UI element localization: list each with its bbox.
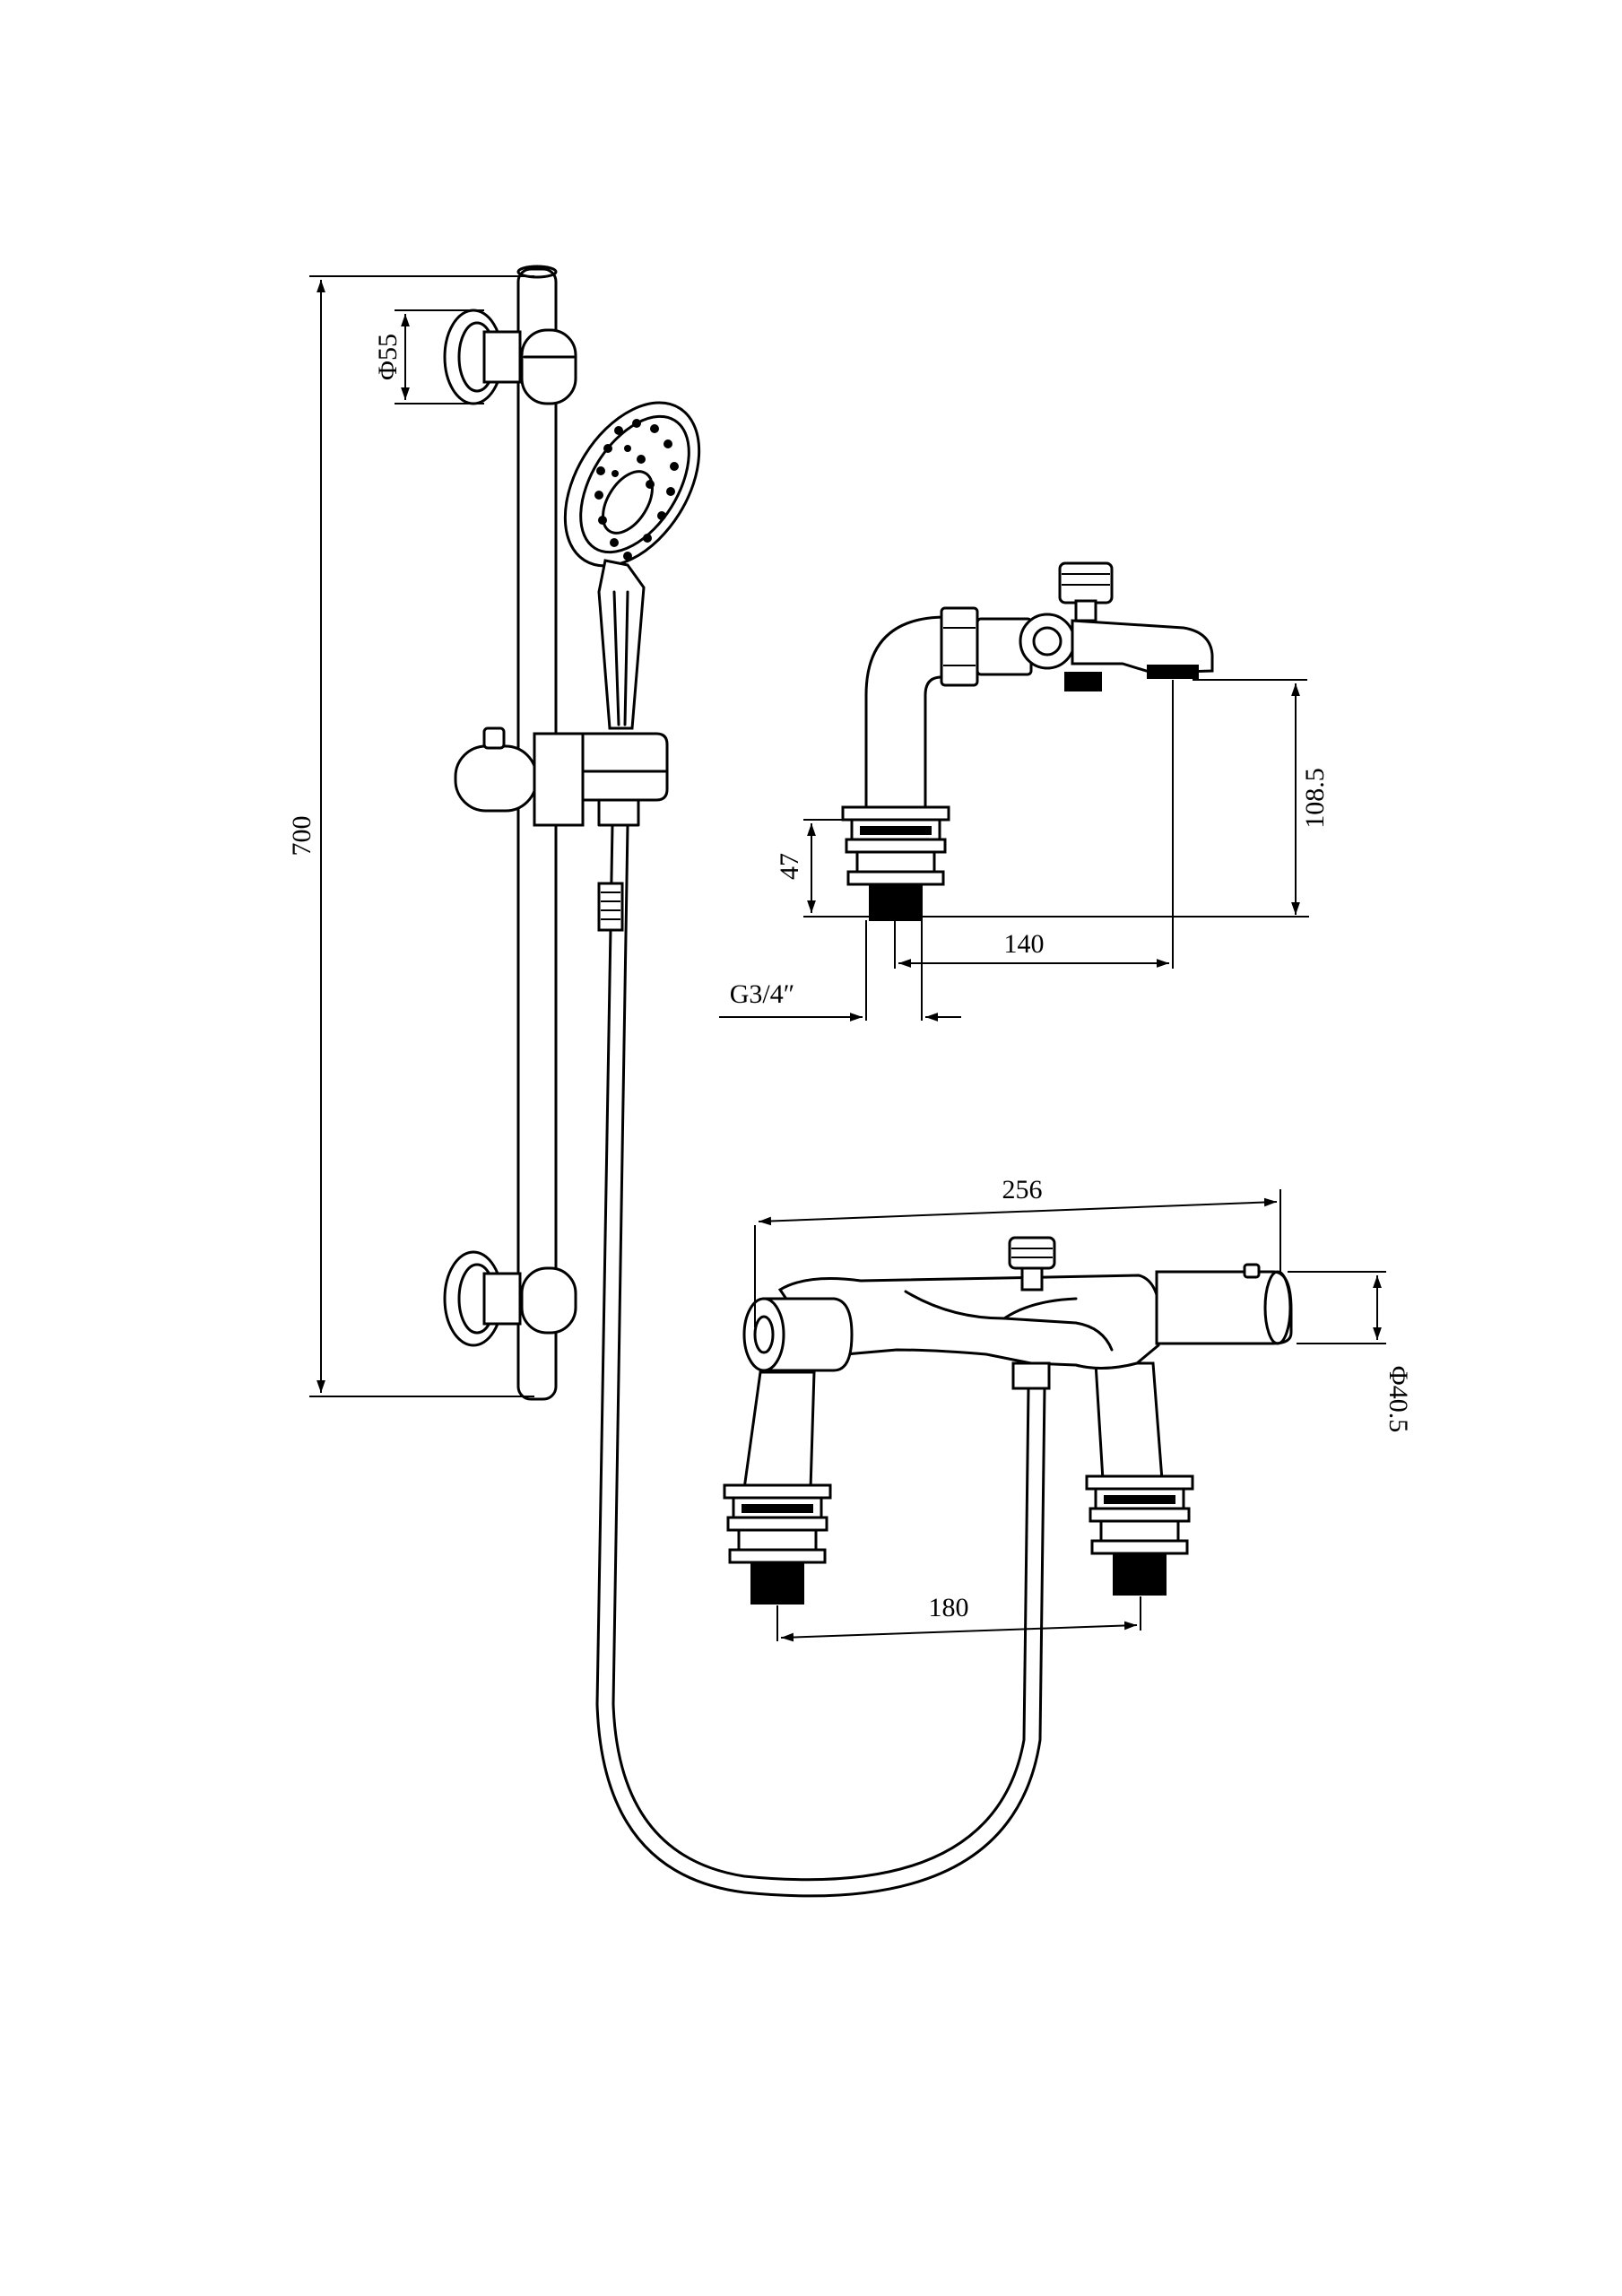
thread-size-label: G3/4″: [730, 979, 795, 1009]
overall-width-label: 256: [1002, 1175, 1043, 1205]
mixer-front-view: [723, 1236, 1293, 1605]
right-leg: [1094, 1361, 1164, 1482]
hand-shower-head: [563, 401, 701, 730]
rail-height-dimension: 700: [287, 275, 534, 1397]
shower-slider: [454, 726, 669, 827]
diverter-knob-front: [1008, 1236, 1056, 1292]
left-base-flange: [723, 1483, 832, 1605]
rail-height-label: 700: [287, 816, 317, 857]
hex-nut: [940, 606, 979, 687]
front-view-dimensions: 256 Φ40.5 180: [754, 1175, 1413, 1642]
right-control-handle: [1155, 1270, 1293, 1345]
shower-rail-kit: [443, 265, 1046, 1898]
bath-spout: [1071, 619, 1214, 674]
bottom-wall-bracket: [443, 1250, 577, 1347]
mixer-side-view: [841, 561, 1214, 921]
left-leg: [742, 1370, 816, 1491]
bracket-diameter-label: Φ55: [373, 334, 403, 380]
shower-hose: [595, 823, 1046, 1898]
spout-height-label: 108.5: [1300, 768, 1330, 829]
spout-reach-label: 140: [1004, 929, 1045, 959]
mixer-control: [1019, 613, 1076, 670]
left-control-handle: [762, 1297, 854, 1372]
base-height-label: 47: [775, 853, 804, 880]
bracket-diameter-dimension: Φ55: [373, 309, 484, 404]
diverter-knob-side: [1058, 561, 1114, 622]
centres-label: 180: [929, 1593, 969, 1622]
slide-rail: [516, 267, 558, 1401]
side-view-dimensions: 108.5 47 140 G3/4″: [719, 679, 1330, 1022]
base-flange-side: [841, 805, 950, 921]
right-base-flange: [1085, 1474, 1194, 1596]
top-wall-bracket: [443, 309, 577, 405]
spray-nozzles: [594, 419, 679, 561]
body-diameter-label: Φ40.5: [1383, 1366, 1413, 1432]
